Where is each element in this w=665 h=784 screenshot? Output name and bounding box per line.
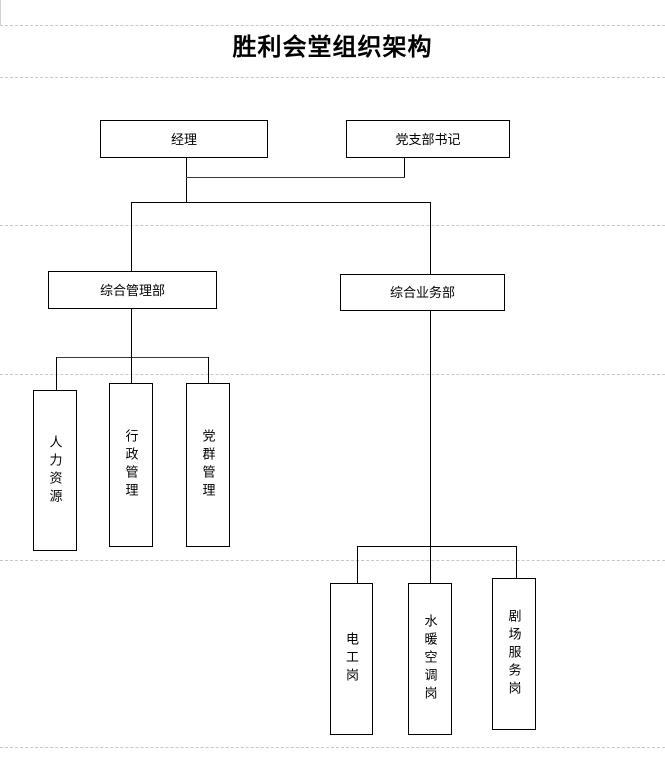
connector-to-theater-svc <box>516 546 517 578</box>
node-general-administration-dept[interactable]: 综合管理部 <box>48 271 217 309</box>
node-hvac-post-label: 水暖空调岗 <box>422 614 438 704</box>
node-party-mass-management[interactable]: 党群管理 <box>186 383 230 547</box>
connector-manager-party-link <box>186 177 405 178</box>
page-guide-rule <box>0 747 665 748</box>
connector-gen-business-stem <box>430 311 431 546</box>
connector-to-gen-admin <box>131 202 132 271</box>
node-party-secretary-label: 党支部书记 <box>395 131 461 147</box>
node-general-business-dept[interactable]: 综合业务部 <box>340 274 505 311</box>
node-party-mass-management-label: 党群管理 <box>200 429 216 501</box>
node-administrative-management[interactable]: 行政管理 <box>109 383 153 547</box>
connector-level1-bus <box>131 202 431 203</box>
node-theater-service-post[interactable]: 剧场服务岗 <box>492 578 536 730</box>
page-guide-rule <box>0 225 665 226</box>
connector-to-electrician <box>357 546 358 583</box>
page-guide-rule <box>0 77 665 78</box>
node-administrative-management-label: 行政管理 <box>123 429 139 501</box>
connector-to-hvac <box>430 546 431 583</box>
connector-gen-admin-stem <box>131 309 132 357</box>
node-human-resources[interactable]: 人力资源 <box>33 390 77 551</box>
page-guide-rule <box>0 374 665 375</box>
connector-to-admin-mgmt <box>131 357 132 383</box>
node-hvac-post[interactable]: 水暖空调岗 <box>408 583 452 735</box>
connector-gen-business-bus <box>357 546 516 547</box>
connector-party-secretary-stem <box>404 158 405 178</box>
node-human-resources-label: 人力资源 <box>47 434 63 507</box>
node-general-business-dept-label: 综合业务部 <box>389 285 455 300</box>
node-party-secretary[interactable]: 党支部书记 <box>346 120 510 158</box>
node-theater-service-post-label: 剧场服务岗 <box>506 609 522 699</box>
connector-to-party-mass <box>208 357 209 383</box>
page-guide-tick <box>0 0 1 26</box>
page-guide-rule <box>0 560 665 561</box>
connector-gen-admin-bus <box>56 357 209 358</box>
connector-manager-stem <box>186 158 187 203</box>
connector-to-gen-business <box>430 202 431 274</box>
node-electrician-post-label: 电工岗 <box>344 632 359 686</box>
page-title: 胜利会堂组织架构 <box>232 35 433 61</box>
node-general-administration-dept-label: 综合管理部 <box>99 282 165 298</box>
node-manager[interactable]: 经理 <box>100 120 268 158</box>
node-manager-label: 经理 <box>170 131 197 147</box>
page-guide-rule <box>0 25 665 26</box>
connector-to-hr <box>56 357 57 390</box>
node-electrician-post[interactable]: 电工岗 <box>330 583 373 735</box>
